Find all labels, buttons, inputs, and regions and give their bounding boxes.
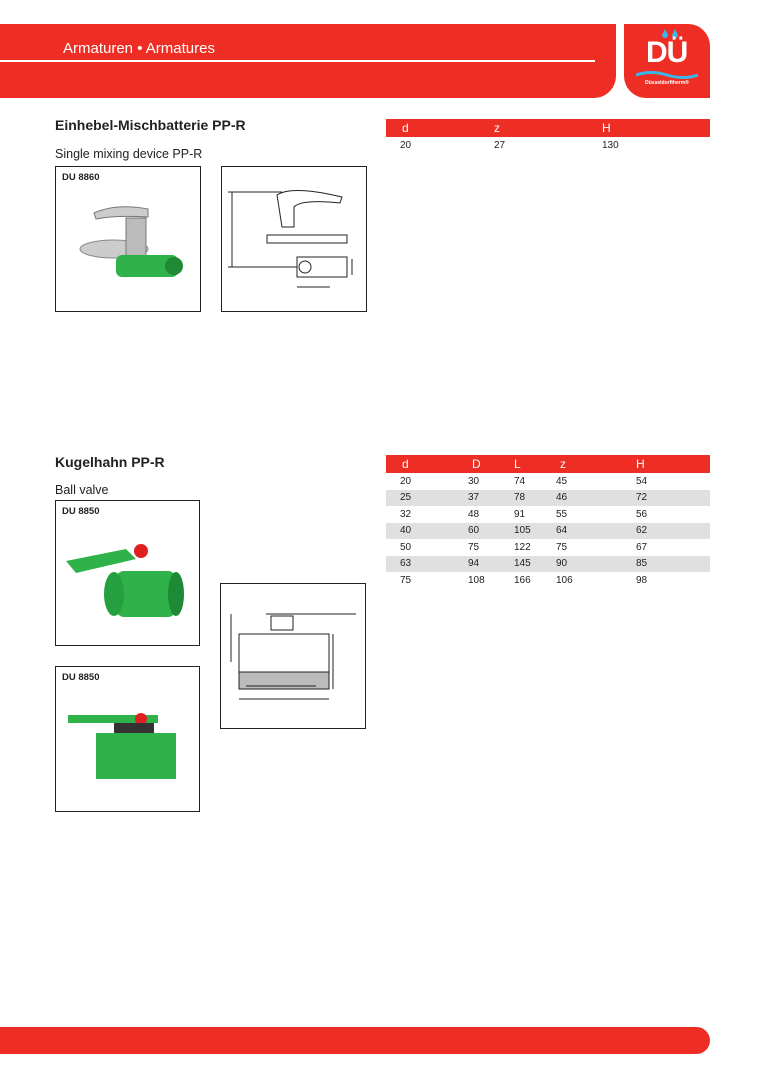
mixer-drawing	[228, 189, 353, 288]
table-cell: 40	[386, 522, 466, 539]
table-cell: 98	[636, 574, 648, 586]
column-header: d	[386, 455, 466, 473]
product-code: DU 8860	[62, 172, 100, 183]
page-title: Armaturen • Armatures	[63, 40, 215, 57]
ball-valve-drawing	[230, 613, 356, 700]
table-cell: 74	[514, 475, 526, 487]
table-cell: 105	[508, 522, 550, 539]
table-cell: 37	[466, 489, 508, 506]
table-cell: 60	[466, 522, 508, 539]
table-row: 32 48 91 55 56	[386, 506, 710, 523]
header-divider	[0, 60, 595, 62]
table-cell: 56	[636, 508, 648, 520]
column-header: D	[466, 455, 508, 473]
table-cell: 145	[508, 555, 550, 572]
column-header: L	[508, 455, 550, 473]
wave-icon	[636, 71, 698, 79]
column-header: H	[602, 119, 710, 137]
product-image-ball-valve-side: DU 8850	[55, 666, 200, 812]
logo-subtext: Düsseldorftherm®	[645, 80, 689, 86]
product-code: DU 8850	[62, 672, 100, 683]
table-cell: 130	[602, 139, 619, 151]
table-row: 20 27 130	[386, 137, 710, 154]
header-band: Armaturen • Armatures	[0, 24, 616, 98]
section-title: Einhebel-Mischbatterie PP-R	[55, 117, 246, 133]
technical-drawing-ball-valve	[220, 583, 366, 729]
table-cell: 91	[514, 508, 526, 520]
table-cell: 108	[468, 574, 485, 586]
ball-valve-side-photo	[68, 713, 176, 779]
table-cell: 122	[514, 541, 531, 553]
table-header-row: d z H	[386, 119, 710, 137]
column-header: H	[622, 455, 710, 473]
table-cell: 20	[400, 139, 412, 151]
table-cell: 72	[622, 489, 710, 506]
dimensions-table-mixer: d z H 20 27 130	[386, 119, 710, 154]
table-cell: 90	[550, 555, 622, 572]
logo-text: DÜ	[646, 36, 688, 69]
table-cell: 75	[468, 541, 480, 553]
ball-valve-photo	[66, 544, 184, 617]
product-image-ball-valve: DU 8850	[55, 500, 200, 646]
brand-logo: DÜ Düsseldorftherm®	[624, 24, 710, 98]
table-cell: 32	[400, 508, 412, 520]
table-cell: 62	[622, 522, 710, 539]
column-header: z	[550, 455, 622, 473]
table-cell: 55	[556, 508, 568, 520]
section-subtitle: Ball valve	[55, 483, 109, 497]
column-header: z	[494, 119, 602, 137]
table-cell: 46	[550, 489, 622, 506]
table-cell: 30	[468, 475, 480, 487]
section-title: Kugelhahn PP-R	[55, 454, 165, 470]
table-cell: 45	[556, 475, 568, 487]
mixer-photo	[79, 206, 183, 277]
column-header: d	[386, 119, 494, 137]
product-code: DU 8850	[62, 506, 100, 517]
product-image-mixer: DU 8860	[55, 166, 201, 312]
footer-band	[0, 1027, 710, 1054]
table-row: 50 75 122 75 67	[386, 539, 710, 556]
table-cell: 106	[556, 574, 573, 586]
table-cell: 63	[386, 555, 466, 572]
table-cell: 48	[468, 508, 480, 520]
table-cell: 25	[386, 489, 466, 506]
table-cell: 75	[556, 541, 568, 553]
technical-drawing-mixer	[221, 166, 367, 312]
table-row: 20 30 74 45 54	[386, 473, 710, 490]
table-row: 75 108 166 106 98	[386, 572, 710, 589]
table-cell: 75	[400, 574, 412, 586]
table-cell: 54	[636, 475, 648, 487]
table-cell: 20	[400, 475, 412, 487]
section-subtitle: Single mixing device PP-R	[55, 147, 203, 161]
table-cell: 27	[494, 139, 506, 151]
table-cell: 166	[514, 574, 531, 586]
table-cell: 85	[622, 555, 710, 572]
water-drops-icon	[662, 29, 678, 38]
table-header-row: d D L z H	[386, 455, 710, 473]
table-cell: 94	[466, 555, 508, 572]
table-cell: 50	[400, 541, 412, 553]
table-cell: 78	[508, 489, 550, 506]
table-cell: 64	[550, 522, 622, 539]
table-cell: 67	[636, 541, 648, 553]
